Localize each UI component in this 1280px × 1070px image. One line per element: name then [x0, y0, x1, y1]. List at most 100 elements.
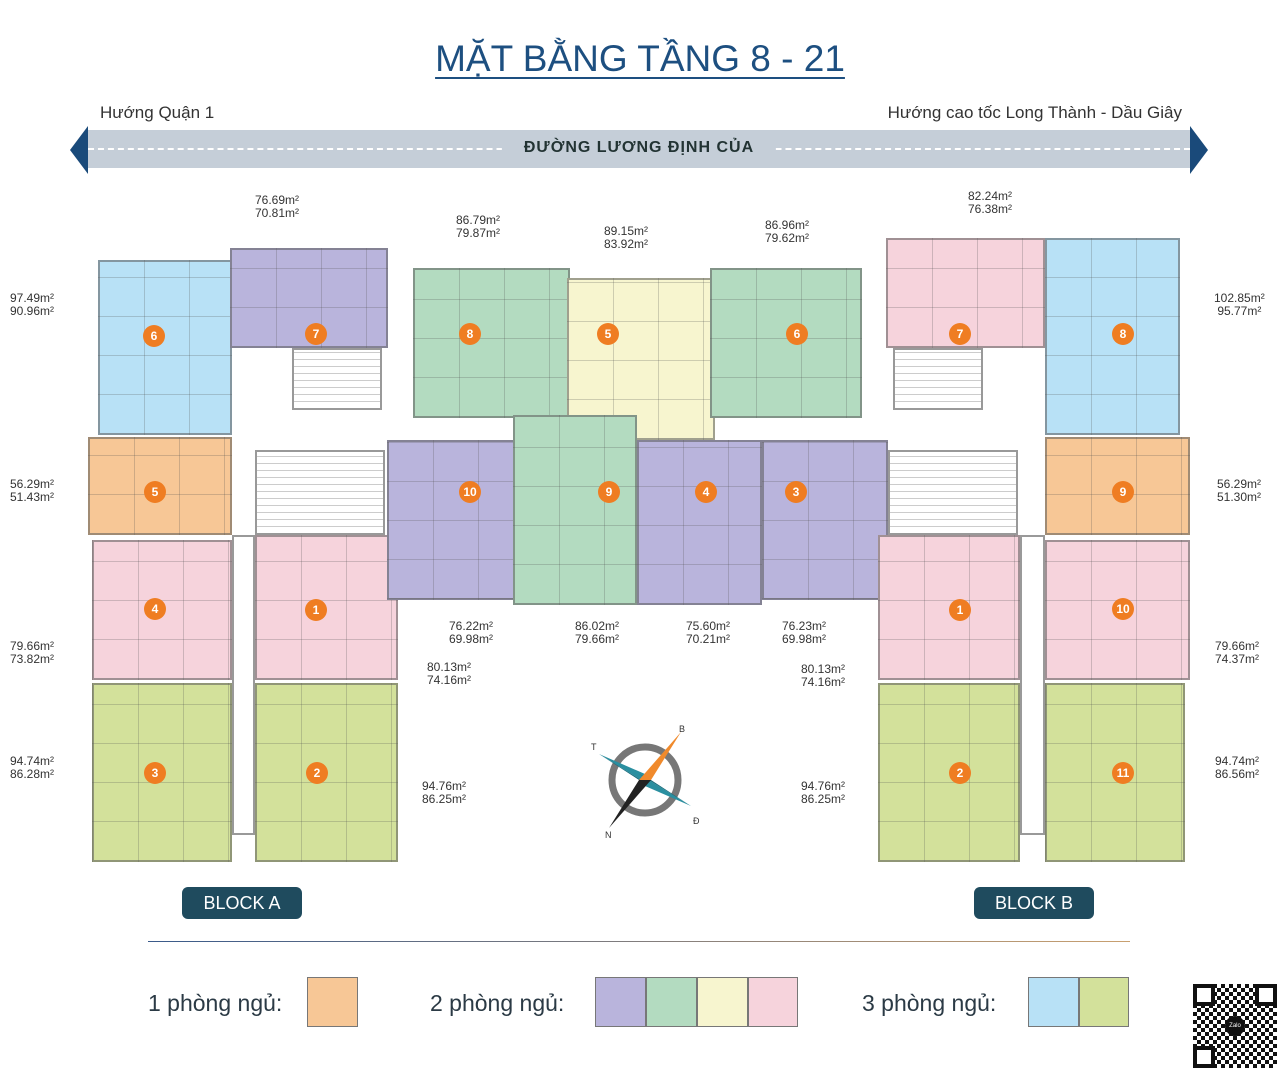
legend-swatch-purple: [595, 977, 646, 1027]
unit-number-badge: 1: [305, 599, 327, 621]
area-gross: 94.76m²: [422, 779, 467, 793]
unit-number-badge: 2: [949, 762, 971, 784]
area-net: 79.62m²: [765, 231, 810, 245]
unit-number-badge: 3: [785, 481, 807, 503]
unit-number-badge: 10: [459, 481, 481, 503]
area-gross: 102.85m²: [1214, 291, 1265, 305]
area-gross: 94.74m²: [1215, 754, 1260, 768]
area-net: 83.92m²: [604, 237, 649, 251]
area-gross: 82.24m²: [968, 189, 1013, 203]
unit-number-badge: 1: [949, 599, 971, 621]
area-gross: 86.02m²: [575, 619, 620, 633]
zalo-logo: Zalo: [1225, 1016, 1245, 1036]
area-net: 51.43m²: [10, 490, 55, 504]
area-net: 70.81m²: [255, 206, 300, 220]
unit-c4[interactable]: [637, 440, 762, 605]
compass-south: N: [605, 830, 612, 840]
area-net: 90.96m²: [10, 304, 55, 318]
area-gross: 76.23m²: [782, 619, 827, 633]
legend-three-bed: 3 phòng ngủ:: [862, 990, 997, 1016]
unit-c9[interactable]: [513, 415, 637, 605]
area-net: 95.77m²: [1217, 304, 1262, 318]
unit-b2[interactable]: [878, 683, 1020, 862]
legend-swatch-yellow: [697, 977, 748, 1027]
unit-number-badge: 2: [306, 762, 328, 784]
unit-c10[interactable]: [387, 440, 515, 600]
direction-right: Hướng cao tốc Long Thành - Dầu Giây: [887, 103, 1182, 122]
corridor-b: [1020, 535, 1045, 835]
qr-code[interactable]: Zalo: [1193, 984, 1277, 1068]
area-net: 79.87m²: [456, 226, 501, 240]
area-gross: 94.74m²: [10, 754, 55, 768]
unit-number-badge: 9: [1112, 481, 1134, 503]
area-gross: 79.66m²: [1215, 639, 1260, 653]
area-net: 51.30m²: [1217, 490, 1262, 504]
arrow-left-icon: [70, 126, 88, 174]
area-gross: 76.22m²: [449, 619, 494, 633]
unit-number-badge: 11: [1112, 762, 1134, 784]
unit-number-badge: 10: [1112, 598, 1134, 620]
area-net: 86.25m²: [422, 792, 467, 806]
area-net: 86.25m²: [801, 792, 846, 806]
unit-number-badge: 3: [144, 762, 166, 784]
legend-swatch-orange: [307, 977, 358, 1027]
corridor-a: [232, 535, 255, 835]
area-net: 74.16m²: [427, 673, 472, 687]
legend-one-bed: 1 phòng ngủ:: [148, 990, 283, 1016]
area-net: 86.28m²: [10, 767, 55, 781]
title-text: MẶT BẰNG TẦNG 8 - 21: [435, 38, 845, 79]
unit-a7[interactable]: [230, 248, 388, 348]
area-net: 69.98m²: [782, 632, 827, 646]
area-net: 76.38m²: [968, 202, 1013, 216]
stair-core-a: [292, 348, 382, 410]
unit-number-badge: 4: [144, 598, 166, 620]
compass-west: T: [591, 742, 597, 752]
legend-swatch-pink: [748, 977, 798, 1027]
area-net: 74.37m²: [1215, 652, 1260, 666]
legend-swatch-lime: [1079, 977, 1129, 1027]
area-gross: 76.69m²: [255, 193, 300, 207]
unit-a3[interactable]: [92, 683, 232, 862]
unit-number-badge: 4: [695, 481, 717, 503]
unit-b11[interactable]: [1045, 683, 1185, 862]
elevator-core-a: [255, 450, 385, 535]
area-net: 69.98m²: [449, 632, 494, 646]
area-net: 73.82m²: [10, 652, 55, 666]
page-title: MẶT BẰNG TẦNG 8 - 21: [0, 38, 1280, 80]
unit-c3[interactable]: [762, 440, 888, 600]
unit-a5[interactable]: [88, 437, 232, 535]
unit-number-badge: 7: [949, 323, 971, 345]
area-gross: 94.76m²: [801, 779, 846, 793]
arrow-right-icon: [1190, 126, 1208, 174]
unit-number-badge: 5: [144, 481, 166, 503]
unit-a6[interactable]: [98, 260, 232, 435]
area-gross: 80.13m²: [427, 660, 472, 674]
compass-north: B: [679, 724, 686, 734]
area-gross: 56.29m²: [1217, 477, 1262, 491]
unit-c6[interactable]: [710, 268, 862, 418]
road-name: ĐƯỜNG LƯƠNG ĐỊNH CỦA: [501, 139, 777, 157]
unit-c8[interactable]: [413, 268, 570, 418]
stair-core-b: [893, 348, 983, 410]
unit-b9[interactable]: [1045, 437, 1190, 535]
unit-number-badge: 6: [143, 325, 165, 347]
unit-number-badge: 9: [598, 481, 620, 503]
block-a-label: BLOCK A: [182, 887, 302, 919]
area-gross: 89.15m²: [604, 224, 649, 238]
